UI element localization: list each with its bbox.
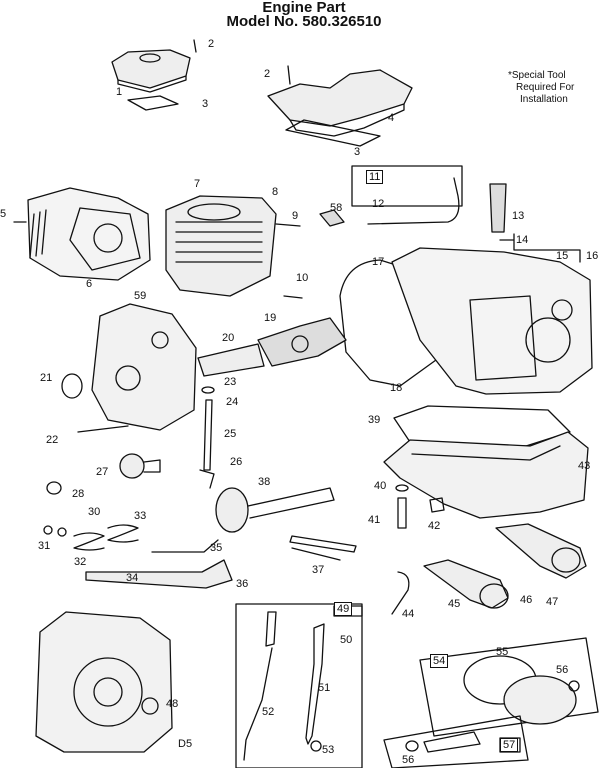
engine-base-drawing (35, 611, 173, 753)
callout-51: 51 (318, 682, 331, 694)
callout-34: 34 (126, 572, 139, 584)
callout-49: 49 (334, 602, 353, 616)
callout-20: 20 (222, 332, 235, 344)
callout-36: 36 (236, 578, 249, 590)
breather-cover-drawing (111, 39, 197, 111)
callout-6: 6 (86, 278, 93, 290)
callout-31: 31 (38, 540, 51, 552)
callout-3-left: 3 (202, 98, 209, 110)
callout-2-right: 2 (264, 68, 271, 80)
callout-54: 54 (430, 654, 449, 668)
callout-1: 1 (116, 86, 123, 98)
callout-50: 50 (340, 634, 353, 646)
callout-3-right: 3 (354, 146, 361, 158)
fuel-line-drawing (319, 165, 507, 233)
callout-58: 58 (330, 202, 343, 214)
callout-45: 45 (448, 598, 461, 610)
callout-53: 53 (322, 744, 335, 756)
callout-37: 37 (312, 564, 325, 576)
callout-59: 59 (134, 290, 147, 302)
callout-16: 16 (586, 250, 599, 262)
governor-drawing (199, 386, 215, 489)
callout-d5: D5 (178, 738, 193, 750)
note-line-3: Installation (520, 94, 568, 105)
callout-26: 26 (230, 456, 243, 468)
callout-42: 42 (428, 520, 441, 532)
callout-38-camshaft: 38 (258, 476, 271, 488)
callout-55: 55 (496, 646, 509, 658)
callout-24: 24 (226, 396, 239, 408)
drain-plug-drawing (395, 484, 445, 529)
callout-46: 46 (520, 594, 533, 606)
callout-4: 4 (388, 112, 395, 124)
cylinder-shroud-drawing (267, 65, 413, 147)
callout-8: 8 (272, 186, 279, 198)
governor-gear-drawing (46, 453, 161, 495)
callout-23: 23 (224, 376, 237, 388)
callout-7: 7 (194, 178, 201, 190)
crankcase-cover-drawing (61, 303, 197, 433)
callout-9: 9 (292, 210, 299, 222)
callout-33: 33 (134, 510, 147, 522)
note-line-2: Required For (516, 82, 575, 93)
callout-30: 30 (88, 506, 101, 518)
connecting-rods-drawing (423, 523, 587, 609)
callout-57: 57 (500, 738, 519, 752)
callout-13: 13 (512, 210, 525, 222)
callout-15: 15 (556, 250, 569, 262)
diagram-subtitle: Model No. 580.326510 (226, 13, 382, 30)
callout-10: 10 (296, 272, 309, 284)
callout-47: 47 (546, 596, 559, 608)
callout-27: 27 (96, 466, 109, 478)
callout-19: 19 (264, 312, 277, 324)
callout-22: 22 (46, 434, 59, 446)
callout-39: 39 (368, 414, 381, 426)
camshaft-drawing (215, 487, 335, 533)
callout-17: 17 (372, 256, 385, 268)
callout-43: 43 (578, 460, 591, 472)
callout-44: 44 (402, 608, 415, 620)
valves-drawing (43, 524, 233, 589)
cylinder-head-drawing (13, 187, 151, 281)
callout-11: 11 (366, 170, 384, 184)
callout-32: 32 (74, 556, 87, 568)
crankcase-drawing (339, 233, 593, 395)
diagram-title: Engine Part (262, 0, 346, 16)
callout-25: 25 (224, 428, 237, 440)
special-tool-note: *Special Tool Required For Installation (508, 70, 600, 106)
note-line-1: *Special Tool (508, 70, 566, 81)
callout-41: 41 (368, 514, 381, 526)
callout-28: 28 (72, 488, 85, 500)
callout-56-right: 56 (556, 664, 569, 676)
callout-5: 5 (0, 208, 7, 220)
callout-56-bottom: 56 (402, 754, 415, 766)
crankshaft-drawing (197, 317, 347, 377)
callout-14: 14 (516, 234, 529, 246)
callout-12: 12 (372, 198, 385, 210)
callout-48: 48 (166, 698, 179, 710)
oil-pan-drawing (383, 405, 589, 519)
tappets-drawing (289, 535, 410, 615)
callout-2-top: 2 (208, 38, 215, 50)
cylinder-fins-drawing (165, 195, 303, 299)
dipstick-group-drawing (235, 603, 363, 768)
callout-52: 52 (262, 706, 275, 718)
callout-18: 18 (390, 382, 403, 394)
callout-21: 21 (40, 372, 53, 384)
callout-35: 35 (210, 542, 223, 554)
piston-group-drawing (383, 637, 599, 768)
callout-40: 40 (374, 480, 387, 492)
